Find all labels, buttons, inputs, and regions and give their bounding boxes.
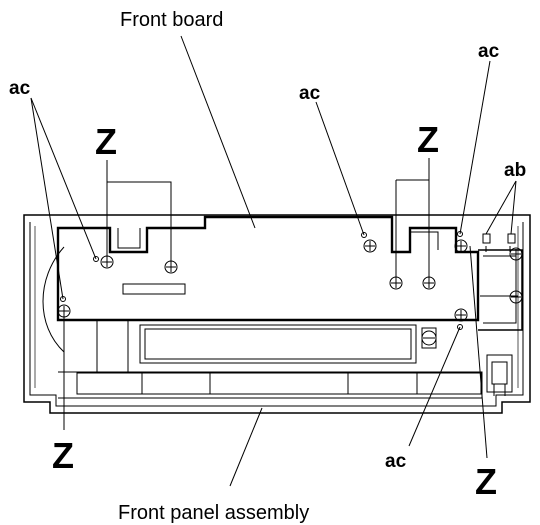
label-front-panel-assembly: Front panel assembly	[118, 502, 309, 524]
disc-recess	[42, 246, 129, 372]
label-front-board: Front board	[120, 9, 223, 31]
leader-lines	[30, 35, 517, 487]
label-ac-top-middle: ac	[299, 83, 321, 104]
label-ac-bottom: ac	[385, 451, 407, 472]
label-z-bottom-left: Z	[52, 435, 74, 476]
ac-holes	[60, 231, 463, 330]
label-ab: ab	[504, 160, 526, 181]
label-z-bottom-right: Z	[475, 461, 497, 502]
screw-z-8	[509, 247, 523, 261]
label-ac-top-left: ac	[9, 78, 31, 99]
label-ac-top-right: ac	[478, 41, 500, 62]
label-z-top-right: Z	[417, 119, 439, 160]
screw-z-9	[509, 290, 523, 304]
front-panel-frame	[23, 214, 531, 414]
screw-z-4	[363, 239, 377, 253]
screw-z-7	[454, 239, 468, 253]
display-window	[139, 324, 417, 364]
front-board	[56, 215, 523, 349]
screw-z-10	[454, 308, 468, 322]
label-z-top-left: Z	[95, 121, 117, 162]
